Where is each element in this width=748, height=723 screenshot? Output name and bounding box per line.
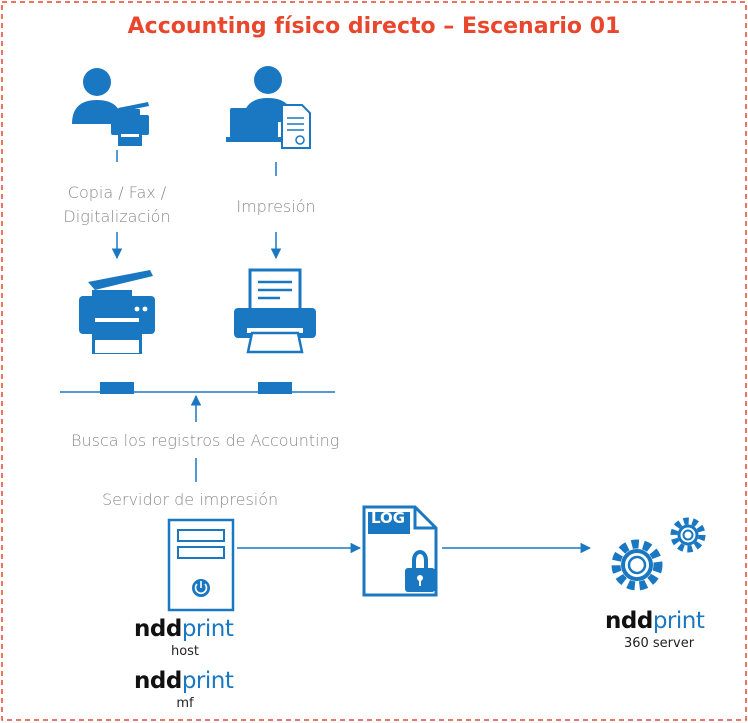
brand-part-print: print xyxy=(652,608,705,634)
mfp-icon xyxy=(79,270,155,354)
brand-logo-360: nddprint xyxy=(605,608,705,634)
brand-logo-host: nddprint xyxy=(134,616,234,642)
label-print: Impresión xyxy=(236,197,316,216)
brand-part-ndd: ndd xyxy=(134,668,182,694)
brand-caption-360: 360 server xyxy=(623,636,695,651)
brand-caption-host: host xyxy=(170,644,200,659)
network-port xyxy=(100,382,134,394)
label-search-records: Busca los registros de Accounting xyxy=(71,431,340,450)
log-lock-icon xyxy=(362,505,438,597)
label-copy-fax-line1: Copia / Fax / xyxy=(67,183,167,202)
printer-icon xyxy=(234,268,316,354)
user-mfp-icon xyxy=(72,68,149,146)
brand-caption-mf: mf xyxy=(176,696,194,711)
page-title: Accounting físico directo – Escenario 01 xyxy=(127,14,621,39)
brand-logo-mf: nddprint xyxy=(134,668,234,694)
brand-part-ndd: ndd xyxy=(605,608,653,634)
brand-part-ndd: ndd xyxy=(134,616,182,642)
user-laptop-icon xyxy=(226,66,311,149)
network-port xyxy=(258,382,292,394)
log-label: LOG xyxy=(370,509,406,527)
brand-part-print: print xyxy=(181,616,234,642)
label-copy-fax-line2: Digitalización xyxy=(63,207,171,226)
gears-icon xyxy=(611,517,706,591)
label-print-server: Servidor de impresión xyxy=(102,490,279,509)
server-icon xyxy=(167,518,235,612)
brand-part-print: print xyxy=(181,668,234,694)
